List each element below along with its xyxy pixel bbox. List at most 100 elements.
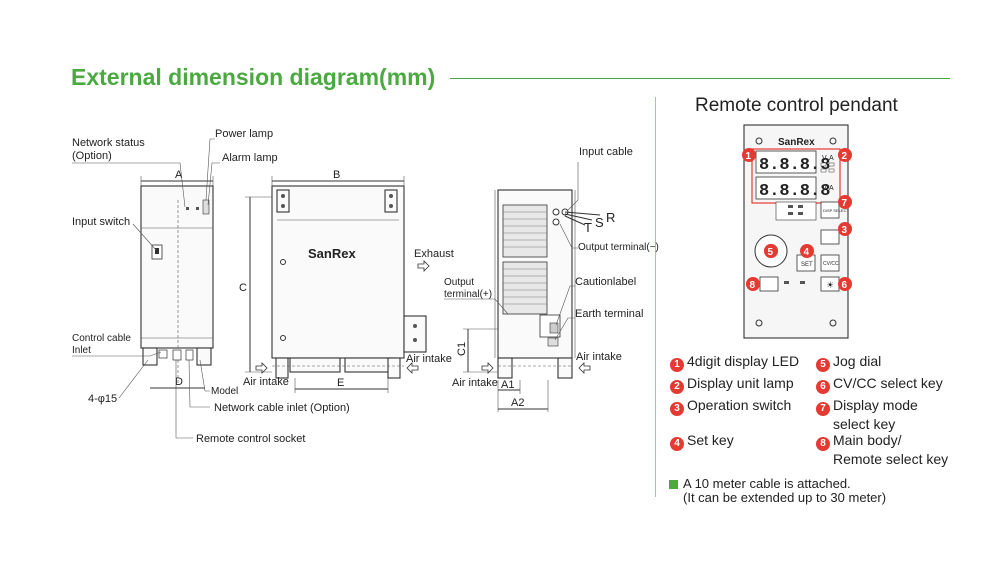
- svg-text:8: 8: [750, 280, 756, 291]
- pendant-brand: SanRex: [778, 137, 815, 148]
- display-mode-select-key[interactable]: [820, 201, 840, 219]
- heatsink-lower: [502, 261, 548, 315]
- output-terminal-plus-label-2: terminal(+): [444, 289, 492, 300]
- heatsink-upper: [502, 204, 548, 258]
- svg-text:DISP SELECT: DISP SELECT: [823, 208, 849, 213]
- dim-a2-label: A2: [511, 397, 524, 409]
- svg-text:V: V: [822, 155, 827, 162]
- power-lamp-label: Power lamp: [215, 128, 273, 140]
- remote-pendant: SanRex 8.8.8.8 8.8.8.8 V A V A DISP SELE…: [743, 124, 849, 339]
- earth-terminal-label: Earth terminal: [575, 308, 643, 320]
- dim-e-label: E: [337, 377, 344, 389]
- remote-control-socket-label: Remote control socket: [196, 433, 305, 445]
- phase-r-label: R: [606, 210, 615, 225]
- caution-label-label: Cautionlabel: [575, 276, 636, 288]
- svg-text:3: 3: [842, 225, 848, 236]
- remote-socket-icon: [172, 349, 182, 361]
- air-intake-label-2: Air intake: [406, 353, 452, 365]
- network-status-option-label: (Option): [72, 150, 112, 162]
- svg-text:V: V: [822, 185, 827, 192]
- pendant-badges: 1 2 3 4 5 6 7 8: [742, 148, 852, 291]
- front-view: A D Network status (Option) Power lamp A…: [72, 128, 350, 445]
- dim-c-label: C: [239, 282, 247, 294]
- svg-text:5: 5: [768, 247, 774, 258]
- dim-b-label: B: [333, 169, 340, 181]
- badge: [838, 222, 852, 236]
- unit-lamp-icon: [820, 162, 827, 167]
- phase-s-label: S: [595, 215, 604, 230]
- air-intake-arrow-icon: [255, 362, 268, 374]
- badge: [742, 148, 756, 162]
- main-body-remote-select-key[interactable]: [759, 276, 779, 292]
- caution-label-icon: [549, 322, 559, 334]
- air-intake-label-3: Air intake: [452, 377, 498, 389]
- svg-text:2: 2: [842, 151, 848, 162]
- svg-text:SET: SET: [801, 262, 813, 268]
- note-line-1: A 10 meter cable is attached.: [683, 476, 851, 491]
- exhaust-label: Exhaust: [414, 248, 454, 260]
- svg-text:A: A: [829, 185, 834, 192]
- alarm-lamp-label: Alarm lamp: [222, 152, 278, 164]
- output-bracket: [403, 315, 427, 353]
- earth-terminal-icon: [547, 337, 559, 347]
- output-terminal-minus-label: Output terminal(−): [578, 242, 659, 253]
- unit-lamp-icon: [820, 168, 827, 173]
- exhaust-arrow-icon: [417, 260, 430, 272]
- network-cable-inlet-label: Network cable inlet (Option): [214, 402, 350, 414]
- dim-d-label: D: [175, 376, 183, 388]
- page-title: External dimension diagram(mm): [71, 64, 436, 90]
- rear-view: Input cable R S T Output terminal(−) Out…: [444, 146, 659, 412]
- badge: [746, 277, 760, 291]
- operation-switch[interactable]: [820, 229, 840, 245]
- network-status-label: Network status: [72, 137, 145, 149]
- section-divider: [655, 97, 656, 497]
- pendant-title: Remote control pendant: [695, 95, 898, 116]
- dim-c1-label: C1: [456, 342, 468, 356]
- svg-text:6: 6: [842, 280, 848, 291]
- display-upper: 8.8.8.8: [759, 156, 830, 175]
- svg-text:A: A: [829, 155, 834, 162]
- cvcc-select-key[interactable]: [820, 254, 840, 272]
- note-line-2: (It can be extended up to 30 meter): [683, 490, 887, 505]
- input-cable-label: Input cable: [579, 146, 633, 158]
- air-intake-label-1: Air intake: [243, 376, 289, 388]
- svg-text:4: 4: [804, 247, 810, 258]
- phase-t-label: T: [584, 220, 592, 235]
- air-intake-arrow-icon: [578, 362, 591, 374]
- badge: [838, 148, 852, 162]
- input-switch-label: Input switch: [72, 216, 130, 228]
- network-inlet-icon: [185, 349, 194, 361]
- badge: [838, 195, 852, 209]
- svg-text:CV/CC: CV/CC: [823, 261, 839, 267]
- dim-a-label: A: [175, 169, 183, 181]
- front-foot-left: [142, 347, 158, 366]
- model-label: Model: [211, 386, 238, 397]
- front-view-body: [140, 185, 214, 349]
- air-intake-arrow-icon: [481, 362, 494, 374]
- note-bullet-icon: [669, 480, 678, 489]
- side-view-body: [271, 185, 405, 359]
- side-view-brand: SanRex: [308, 246, 356, 261]
- inlet-label: Inlet: [72, 345, 91, 356]
- light-icon: ☀: [826, 281, 834, 291]
- control-cable-label: Control cable: [72, 333, 131, 344]
- badge: [838, 277, 852, 291]
- badge: [764, 244, 778, 258]
- control-cable-inlet-icon: [158, 349, 168, 359]
- title-rule: [450, 78, 950, 79]
- air-intake-label-4: Air intake: [576, 351, 622, 363]
- hole-label: 4-φ15: [88, 393, 117, 405]
- badge: [800, 244, 814, 258]
- side-view: SanRex B C E Exhaust Air intake Air inta…: [239, 169, 454, 393]
- svg-text:7: 7: [842, 198, 848, 209]
- svg-text:1: 1: [746, 151, 752, 162]
